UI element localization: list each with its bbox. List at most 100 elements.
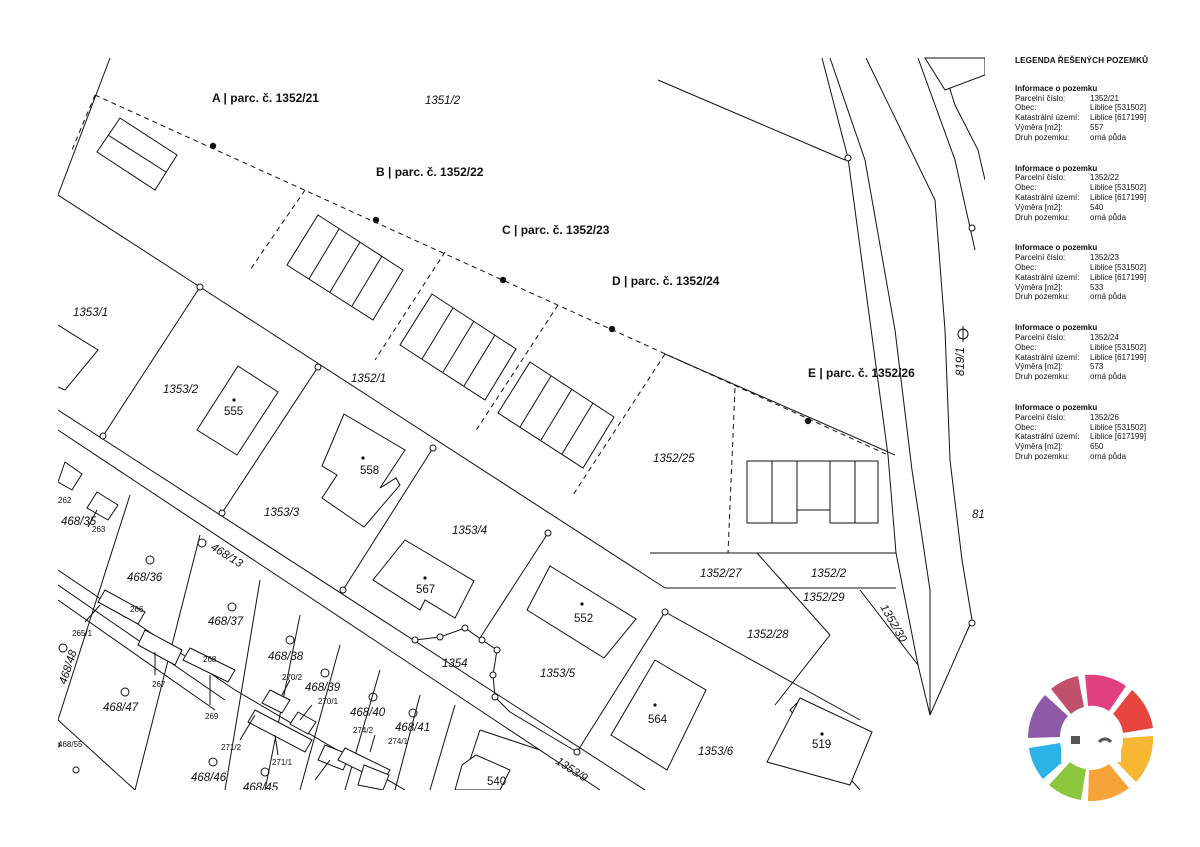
small-building-number: 266 (130, 605, 144, 614)
small-building-number: 262 (58, 496, 72, 505)
building-number: 567 (416, 584, 435, 596)
legend-value: 1352/23 (1090, 253, 1119, 263)
arrow-icons (84, 509, 376, 781)
legend-value: 1352/24 (1090, 332, 1119, 342)
legend-row: Parcelní číslo:1352/23 (1015, 253, 1190, 263)
parcel-boundaries (58, 57, 985, 790)
building-number: 540 (487, 776, 506, 788)
legend-row: Výměra [m2]:573 (1015, 362, 1190, 372)
small-building-number: 271/2 (221, 743, 242, 752)
small-building-number: 274/2 (353, 726, 374, 735)
parcel-label: 819/1 (955, 347, 967, 376)
legend-key: Druh pozemku: (1015, 132, 1070, 142)
survey-points (58, 142, 976, 774)
plot-label-a[interactable]: A | parc. č. 1352/21 (212, 91, 319, 105)
legend-value: Liblice [617199] (1090, 432, 1147, 442)
legend-block-header: Informace o pozemku (1015, 323, 1098, 333)
legend-panel: LEGENDA ŘEŠENÝCH POZEMKŮ Informace o poz… (1015, 56, 1190, 483)
legend-value: Liblice [617199] (1090, 113, 1147, 123)
legend-row: Katastrální území:Liblice [617199] (1015, 353, 1190, 363)
parcel-label: 1352/2 (811, 568, 847, 580)
legend-row: Výměra [m2]:557 (1015, 123, 1190, 133)
parcel-label: 1353/1 (73, 307, 108, 319)
parcel-label: 468/39 (305, 682, 341, 694)
parcel-label: 468/46 (191, 772, 227, 784)
legend-row: Katastrální území:Liblice [617199] (1015, 193, 1190, 203)
legend-key: Katastrální území: (1015, 352, 1080, 362)
building-number: 555 (224, 406, 243, 418)
building-number: 552 (574, 613, 593, 625)
parcel-label: 1353/5 (540, 668, 576, 680)
legend-value: orná půda (1090, 451, 1127, 461)
legend-value: orná půda (1090, 292, 1127, 302)
legend-row: Výměra [m2]: 533 (1015, 283, 1190, 293)
parcel-label: 468/45 (243, 782, 279, 794)
legend-row: Výměra [m2]:650 (1015, 442, 1190, 452)
legend-value: 1352/22 (1090, 173, 1119, 183)
plot-label-b[interactable]: B | parc. č. 1352/22 (376, 165, 484, 179)
building-number: 564 (648, 714, 668, 726)
legend-key: Druh pozemku: (1015, 451, 1070, 461)
plot-label-c[interactable]: C | parc. č. 1352/23 (502, 223, 610, 237)
legend-row: Parcelní číslo:1352/21 (1015, 94, 1190, 104)
small-building-number: 267 (152, 680, 166, 689)
parcel-label: 1352/1 (351, 373, 386, 385)
small-building-number: 270/1 (318, 697, 339, 706)
legend-key: Parcelní číslo: (1015, 332, 1066, 342)
legend-key: Druh pozemku: (1015, 292, 1070, 302)
plot-building-d (497, 361, 615, 469)
parcel-label: 1353/9 (553, 755, 590, 785)
legend-row: Katastrální území:Liblice [617199] (1015, 113, 1190, 123)
plot-label-d[interactable]: D | parc. č. 1352/24 (612, 274, 720, 288)
legend-value: Liblice [531502] (1090, 103, 1147, 113)
plot-boundaries (71, 94, 889, 554)
parcel-label: 1352/30 (877, 603, 908, 646)
legend-key: Druh pozemku: (1015, 372, 1070, 382)
legend-row: Katastrální území:Liblice [617199] (1015, 273, 1190, 283)
small-building-number: 270/2 (282, 673, 303, 682)
legend-row: Parcelní číslo: 1352/24 (1015, 333, 1190, 343)
legend-value: orná půda (1090, 212, 1127, 222)
parcel-label: 468/47 (103, 702, 139, 714)
plot-building-a (96, 117, 178, 191)
legend-row: Druh pozemku:orná půda (1015, 213, 1190, 223)
parcel-label: 1353/6 (698, 746, 734, 758)
legend-row: Parcelní číslo:1352/26 (1015, 413, 1190, 423)
legend-key: Výměra [m2]: (1015, 362, 1063, 372)
legend-value: 533 (1090, 282, 1104, 292)
parcel-label: 468/41 (395, 722, 430, 734)
cadastral-map: A | parc. č. 1352/21 B | parc. č. 1352/2… (57, 57, 985, 794)
small-building-labels: 262 263 266 265/1 267 268 269 270/2 270/… (58, 496, 409, 767)
parcel-label: 468/48 (57, 648, 79, 686)
legend-value: 650 (1090, 442, 1104, 452)
plot-building-c (399, 293, 517, 401)
plot-building-e (746, 460, 879, 524)
legend-row: Obec:Liblice [531502] (1015, 423, 1190, 433)
legend-key: Výměra [m2]: (1015, 282, 1063, 292)
parcel-label: 468/35 (61, 516, 97, 528)
tree-icons (58, 326, 969, 777)
parcel-label: 1353/4 (452, 525, 487, 537)
legend-row: Obec:Liblice [531502] (1015, 103, 1190, 113)
parcel-label: 1352/27 (700, 568, 742, 580)
legend-value: Liblice [531502] (1090, 342, 1147, 352)
legend-key: Obec: (1015, 183, 1037, 193)
legend-row: Obec:Liblice [531502] (1015, 343, 1190, 353)
small-building-number: 263 (92, 525, 106, 534)
small-building-number: 268 (203, 655, 217, 664)
parcel-label: 1352/29 (803, 592, 845, 604)
parcel-label: 1353/2 (163, 384, 199, 396)
legend-value: 540 (1090, 202, 1104, 212)
legend-row: Katastrální území:Liblice [617199] (1015, 432, 1190, 442)
legend-key: Katastrální území: (1015, 192, 1080, 202)
parcel-label: 1351/2 (425, 95, 461, 107)
parcel-label: 468/37 (208, 616, 244, 628)
small-building-number: 274/1 (388, 737, 409, 746)
plot-label-e[interactable]: E | parc. č. 1352/26 (808, 366, 915, 380)
existing-buildings (58, 57, 985, 790)
legend-key: Parcelní číslo: (1015, 93, 1066, 103)
legend-key: Katastrální území: (1015, 272, 1080, 282)
